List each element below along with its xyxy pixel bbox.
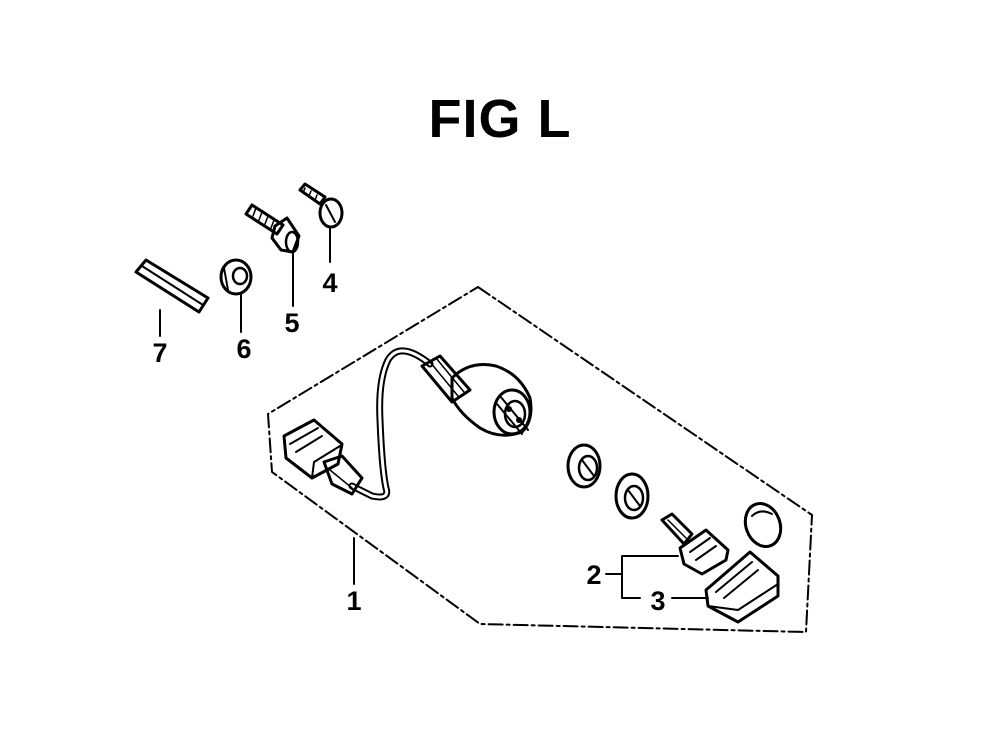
part-6-washer bbox=[219, 258, 253, 296]
callout-4: 4 bbox=[322, 268, 337, 298]
lock-cylinder-b bbox=[614, 472, 650, 520]
part-5-bolt bbox=[244, 203, 301, 254]
callout-6: 6 bbox=[236, 334, 251, 364]
callout-7: 7 bbox=[152, 338, 167, 368]
callout-2: 2 bbox=[586, 560, 601, 590]
figure-title: FIG L bbox=[428, 89, 572, 149]
callout-1: 1 bbox=[346, 586, 361, 616]
callout-3: 3 bbox=[650, 586, 665, 616]
callout-5: 5 bbox=[284, 308, 299, 338]
part-7-pin bbox=[134, 258, 210, 314]
lock-cylinder-a bbox=[566, 443, 602, 489]
part-1-ignition-switch bbox=[282, 347, 533, 501]
assembly-outline bbox=[267, 286, 813, 633]
part-2-key bbox=[660, 512, 730, 576]
leader-lines bbox=[159, 227, 709, 599]
part-4-screw bbox=[298, 182, 344, 229]
cap-cover bbox=[743, 502, 783, 548]
part-3-key-fob bbox=[704, 550, 780, 624]
